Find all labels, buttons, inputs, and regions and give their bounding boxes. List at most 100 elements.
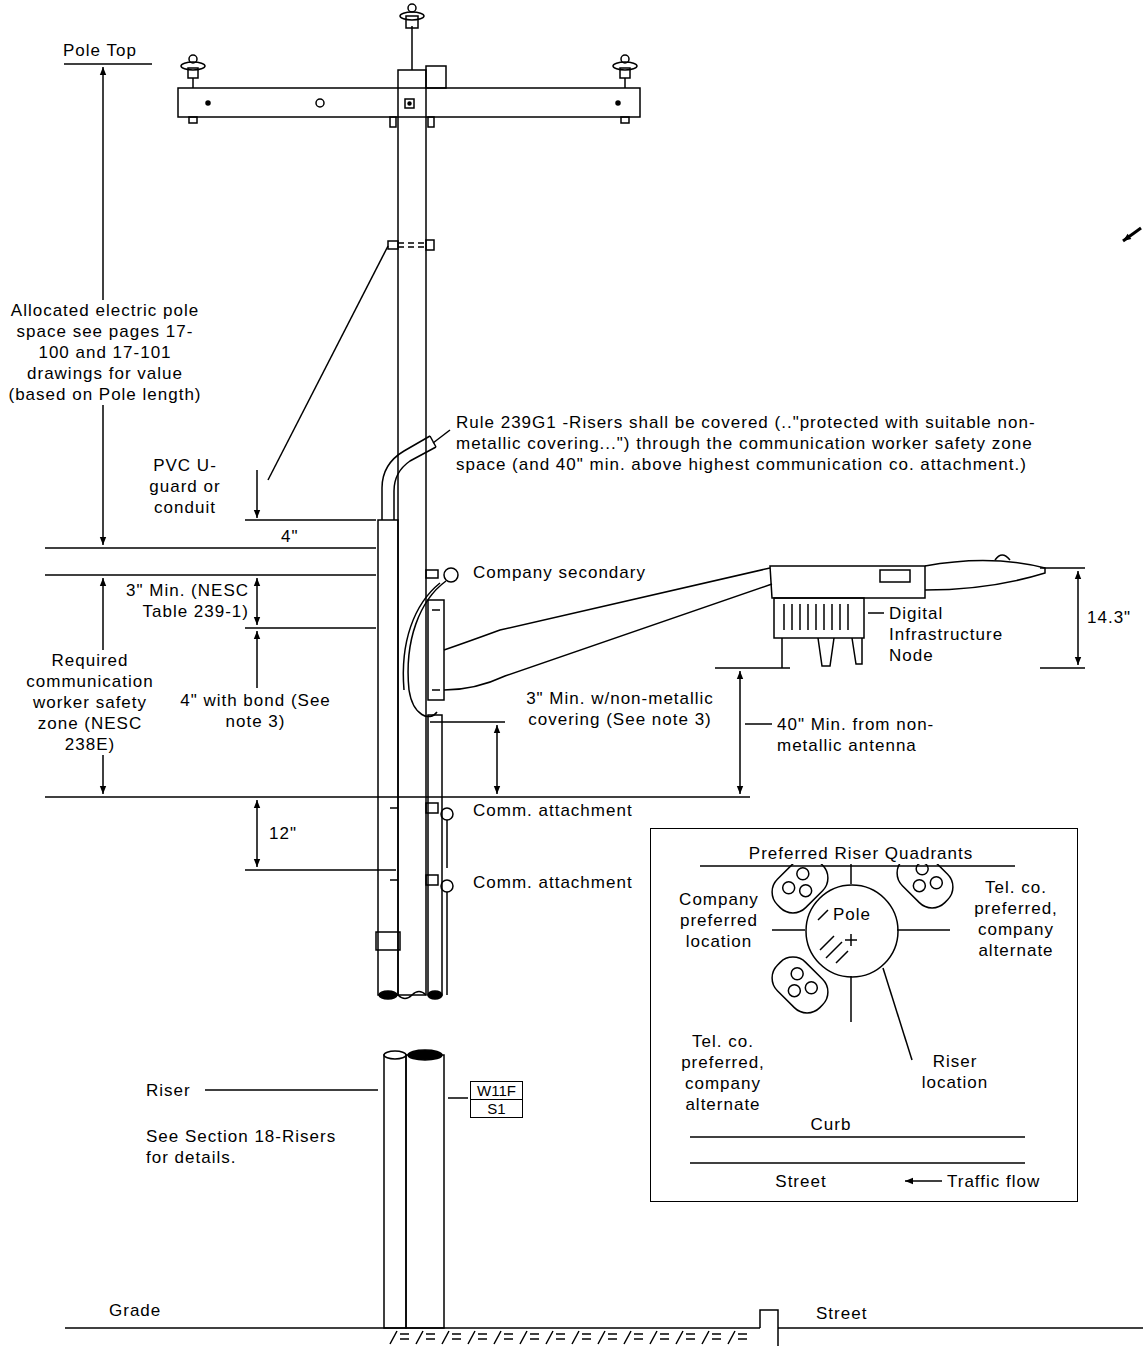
- pole-top-hardware: [624, 78, 626, 88]
- pole-top-hardware: [192, 78, 194, 88]
- dimension-lines: [45, 547, 376, 549]
- grade-line: [65, 1327, 760, 1329]
- part-label: Digital Infrastructure Node: [888, 603, 1048, 666]
- part-label: Comm. attachment: [472, 800, 672, 821]
- pole-top-hardware: [426, 66, 446, 88]
- pole-top-hardware: [178, 88, 640, 117]
- pole-top-hardware: [405, 99, 414, 108]
- pole-top-hardware: [408, 4, 416, 12]
- digital-node: [799, 604, 801, 630]
- u-guard-riser: [428, 715, 442, 995]
- panel-text: Tel. co. preferred, company alternate: [673, 1031, 773, 1115]
- secondary-bracket: [403, 568, 458, 717]
- dimension-lines: [739, 671, 741, 794]
- dimension-lines: [430, 721, 505, 723]
- conduit-label: PVC U-guard or conduit: [135, 455, 235, 518]
- panel-heading: Preferred Riser Quadrants: [691, 843, 1031, 864]
- quadrant-drawing: [794, 865, 811, 882]
- lower-pole: [384, 1055, 406, 1328]
- quadrant-drawing: [928, 874, 945, 891]
- pole-top-hardware: [400, 12, 424, 20]
- tag-text: W11F: [471, 1082, 522, 1099]
- grade-line: [778, 1327, 1143, 1329]
- quadrant-drawing: [911, 877, 928, 894]
- dimension-text: 40" Min. from non-metallic antenna: [776, 714, 991, 756]
- pole-top-hardware: [189, 117, 197, 123]
- digital-node: [818, 638, 834, 666]
- street-light: [444, 584, 772, 690]
- quadrant-drawing: [690, 1136, 1025, 1138]
- quadrant-panel: Preferred Riser QuadrantsCompany preferr…: [650, 828, 1078, 1202]
- dimension-lines: [715, 667, 790, 669]
- rule-note: Rule 239G1 -Risers shall be covered (.."…: [455, 412, 1055, 475]
- secondary-bracket: [432, 689, 440, 691]
- digital-node: [781, 638, 783, 668]
- pole-body: [268, 246, 388, 480]
- dimension-lines: [1077, 571, 1079, 665]
- digital-node: [847, 604, 849, 630]
- comm-attachment: [426, 803, 438, 813]
- street-light: [925, 560, 1045, 590]
- dimension-lines: [45, 64, 1141, 870]
- pole-top-hardware: [616, 101, 620, 105]
- digital-node: [852, 638, 862, 664]
- pole-body: [398, 70, 426, 995]
- lower-pole: [406, 1055, 444, 1328]
- allocated-space-note: Allocated electric pole space see pages …: [2, 300, 208, 405]
- lower-pole: [384, 1051, 406, 1059]
- pole-body: [388, 241, 398, 249]
- dimension-lines: [256, 800, 258, 867]
- quadrant-drawing: [789, 965, 806, 982]
- dimension-lines: [745, 723, 772, 725]
- dimension-lines: [433, 430, 450, 443]
- part-label: Riser: [145, 1080, 205, 1101]
- digital-node: [868, 612, 884, 614]
- pole-body: [268, 70, 434, 999]
- grade-label: Grade: [108, 1300, 188, 1321]
- dimension-text: 3" Min. w/non-metallic covering (See not…: [520, 688, 720, 730]
- u-guard-riser: [394, 447, 436, 520]
- dimension-lines: [245, 519, 376, 521]
- street-light: [770, 566, 925, 598]
- pole-circle: Pole: [805, 884, 899, 978]
- digital-node: [815, 604, 817, 630]
- pole-outline: [806, 885, 898, 977]
- quadrant-drawing: [905, 1180, 942, 1182]
- dimension-lines: [45, 574, 376, 576]
- pole-body: [426, 240, 434, 250]
- digital-node: [831, 604, 833, 630]
- zone-label: Required communication worker safety zon…: [15, 650, 165, 755]
- quadrant-drawing: [690, 1162, 1025, 1164]
- quadrant-drawing: [803, 979, 820, 996]
- grade-line: [65, 1310, 1143, 1346]
- dimension-lines: [45, 796, 750, 798]
- street-light: [880, 570, 910, 582]
- comm-attachment: [441, 880, 453, 892]
- quadrant-drawing: [883, 968, 912, 1060]
- comm-attachment: [390, 807, 398, 809]
- panel-text: Pole: [805, 904, 899, 925]
- pole-top-hardware: [178, 4, 640, 127]
- digital-node: [774, 598, 884, 668]
- pole-outline: [805, 884, 899, 978]
- dimension-text: 12": [268, 823, 313, 844]
- dimension-text: 3" Min. (NESC Table 239-1): [122, 580, 250, 622]
- quadrant-drawing: [772, 929, 805, 931]
- pole-body: [398, 242, 426, 244]
- part-label: Company secondary: [472, 562, 672, 583]
- dimension-lines: [1040, 667, 1085, 669]
- u-guard-riser: [382, 436, 430, 520]
- u-guard-riser: [379, 991, 397, 999]
- tag-text: S1: [471, 1099, 522, 1117]
- dimension-lines: [256, 470, 258, 518]
- digital-node: [823, 604, 825, 630]
- panel-text: Curb: [786, 1114, 876, 1135]
- panel-text: Company preferred location: [673, 889, 765, 952]
- comm-attachment: [390, 803, 453, 995]
- dimension-lines: [256, 631, 258, 688]
- quadrant-drawing: [797, 882, 814, 899]
- u-guard-riser: [376, 436, 442, 999]
- grade-line: [760, 1310, 778, 1346]
- panel-text: Tel. co. preferred, company alternate: [961, 877, 1071, 961]
